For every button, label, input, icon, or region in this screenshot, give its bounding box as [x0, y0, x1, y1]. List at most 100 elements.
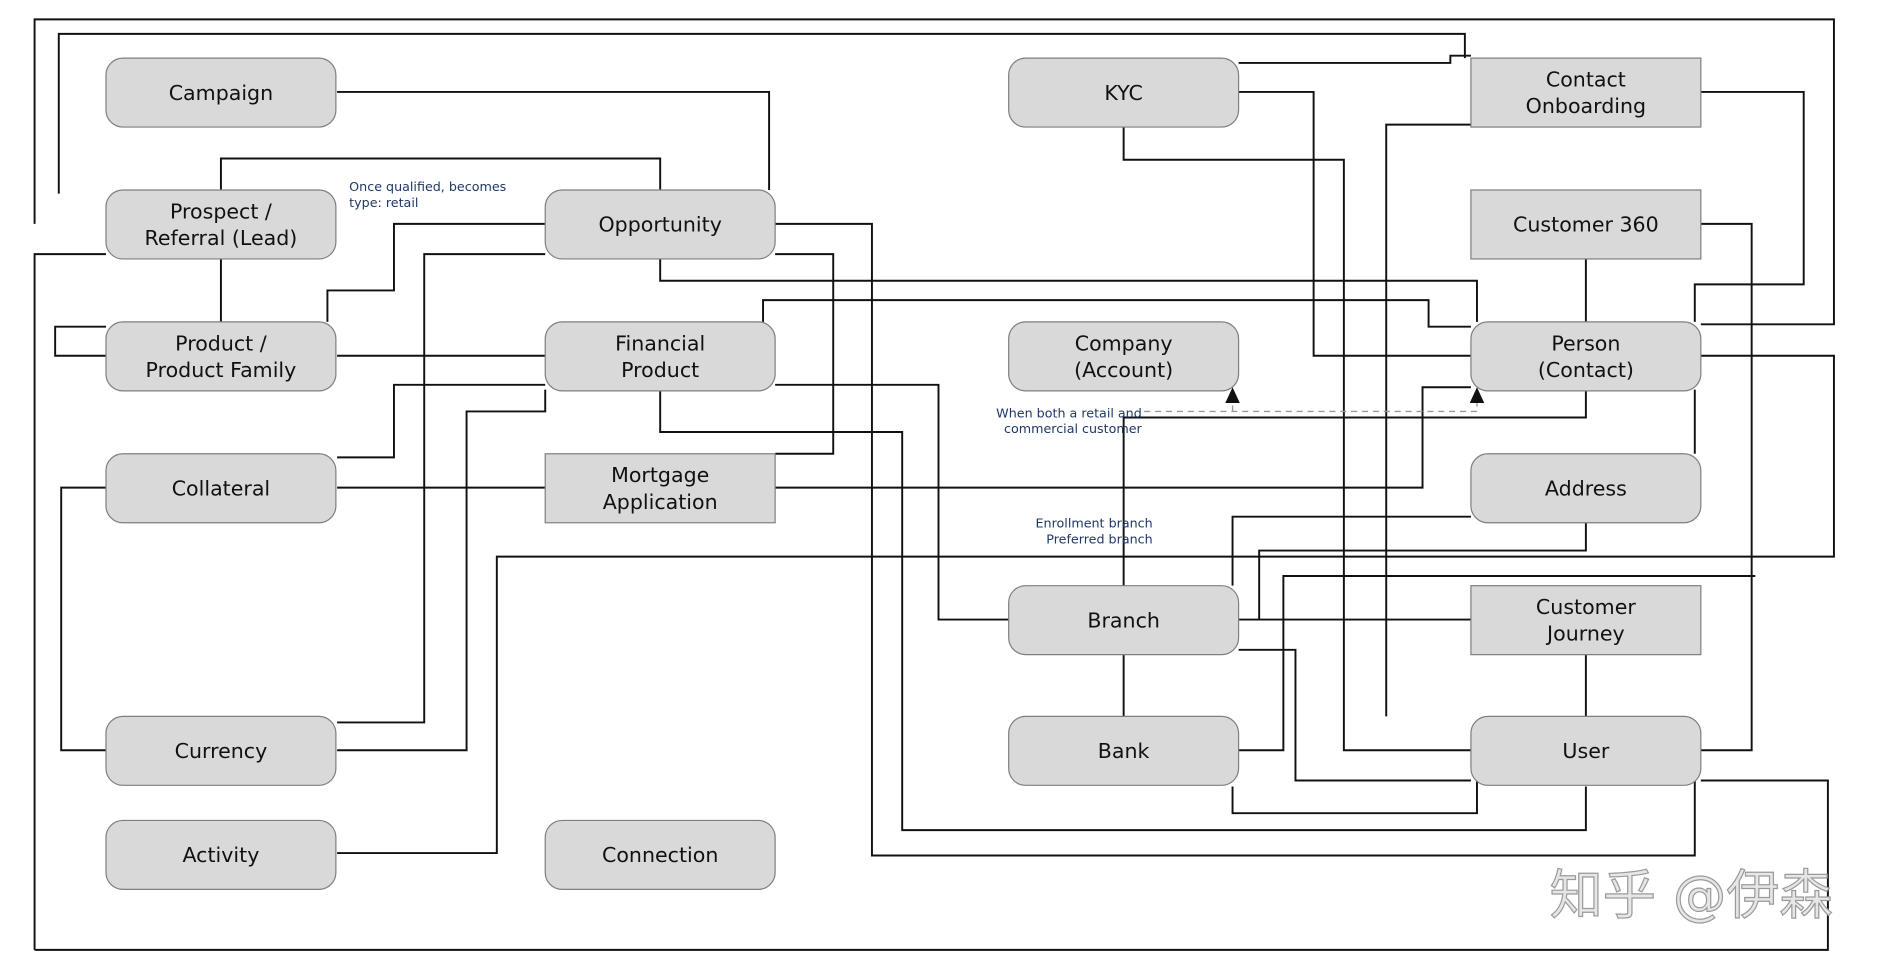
entity-label: Application	[603, 490, 718, 514]
arrowhead-icon	[1469, 387, 1485, 403]
relationship-line	[1258, 522, 1587, 620]
entity-label: Financial	[615, 331, 705, 355]
entity-label: Company	[1075, 331, 1173, 355]
entity-label: Address	[1545, 477, 1627, 501]
entity-label: Collateral	[172, 477, 270, 501]
relationship-line	[337, 389, 547, 752]
relationship-line	[1231, 515, 1471, 586]
entity-customer-360[interactable]: Customer 360	[1470, 189, 1702, 260]
branch-note-line-1: Enrollment branch	[1036, 516, 1153, 531]
prospect-note-line-1: Once qualified, becomes	[349, 179, 506, 194]
entity-bank[interactable]: Bank	[1008, 715, 1240, 786]
entity-label: Onboarding	[1526, 94, 1646, 118]
entity-label: Journey	[1545, 622, 1625, 646]
arrowhead-icon	[1225, 387, 1240, 403]
entity-label: Referral (Lead)	[145, 226, 298, 250]
relationship-line	[1700, 222, 1753, 752]
entity-user[interactable]: User	[1470, 715, 1702, 786]
relationship-line	[775, 383, 1009, 621]
annotations: Once qualified, becomes type: retail Whe…	[349, 179, 1152, 546]
relationship-line	[659, 389, 1587, 832]
entity-label: Opportunity	[598, 213, 721, 237]
entity-label: Customer 360	[1513, 213, 1659, 237]
relationship-line	[1385, 123, 1471, 717]
entity-collateral[interactable]: Collateral	[105, 453, 337, 524]
entity-box	[105, 453, 337, 524]
entity-product[interactable]: Product / Product Family	[105, 321, 337, 392]
entity-box	[105, 189, 337, 260]
relationship-line	[775, 386, 1471, 489]
entity-branch[interactable]: Branch	[1008, 585, 1240, 656]
relationship-line	[219, 157, 662, 190]
entity-label: KYC	[1104, 81, 1143, 105]
relationship-line	[1231, 780, 1478, 815]
relationship-lines	[33, 18, 1835, 951]
relationship-line	[337, 354, 1835, 855]
relationship-line	[34, 779, 1829, 951]
entity-prospect[interactable]: Prospect / Referral (Lead)	[105, 189, 337, 260]
entity-box	[1470, 57, 1702, 128]
relationship-line	[57, 32, 1466, 194]
entity-currency[interactable]: Currency	[105, 715, 337, 786]
watermark: 知乎 @伊森	[1550, 865, 1833, 927]
entity-label: (Account)	[1074, 358, 1173, 382]
entity-address[interactable]: Address	[1470, 453, 1702, 524]
entity-box	[1470, 321, 1702, 392]
relationship-line	[337, 383, 546, 459]
entity-box	[1008, 57, 1240, 128]
relationship-line	[1238, 90, 1471, 357]
relationship-line	[1122, 389, 1587, 586]
relationship-line	[60, 486, 106, 752]
relationship-line	[1122, 125, 1471, 752]
entity-box	[544, 189, 776, 260]
entity-box	[1470, 453, 1702, 524]
entity-label: Person	[1551, 331, 1620, 355]
entity-label: Prospect /	[170, 199, 272, 223]
entity-campaign[interactable]: Campaign	[105, 57, 337, 128]
entity-label: Contact	[1546, 68, 1626, 92]
relationship-line	[659, 258, 1478, 322]
entity-box	[105, 57, 337, 128]
entity-box	[105, 321, 337, 392]
inheritance-line	[1144, 389, 1478, 413]
company-note-line-2: commercial customer	[1004, 421, 1143, 436]
entity-label: Product /	[175, 331, 267, 355]
entity-label: Branch	[1087, 608, 1160, 632]
entity-label: Product	[621, 358, 699, 382]
entity-label: (Contact)	[1538, 358, 1634, 382]
entity-label: Connection	[602, 843, 718, 867]
entity-box	[105, 819, 337, 891]
entity-box	[1470, 715, 1702, 786]
relationship-line	[1238, 54, 1471, 64]
relationship-line	[337, 253, 546, 724]
relationship-line	[775, 253, 835, 455]
entity-box	[1008, 715, 1240, 786]
entity-company[interactable]: Company (Account)	[1008, 321, 1240, 392]
entity-connection[interactable]: Connection	[544, 819, 776, 891]
entity-label: Currency	[175, 739, 268, 763]
company-note-line-1: When both a retail and	[996, 405, 1142, 420]
relationship-line	[33, 253, 106, 950]
relationship-line	[1693, 90, 1805, 322]
entity-label: Product Family	[146, 358, 297, 382]
entity-kyc[interactable]: KYC	[1008, 57, 1240, 128]
entity-box	[105, 715, 337, 786]
entity-opportunity[interactable]: Opportunity	[544, 189, 776, 260]
entity-activity[interactable]: Activity	[105, 819, 337, 891]
entity-label: Activity	[182, 843, 259, 867]
relationship-line	[326, 222, 546, 322]
entity-box	[544, 321, 776, 392]
relationship-line	[33, 18, 1835, 326]
entity-label: User	[1562, 739, 1609, 763]
entity-label: Bank	[1098, 739, 1150, 763]
relationship-line	[775, 222, 1696, 857]
entity-box	[1470, 585, 1702, 656]
entity-person[interactable]: Person (Contact)	[1470, 321, 1702, 392]
entity-box	[1008, 585, 1240, 656]
